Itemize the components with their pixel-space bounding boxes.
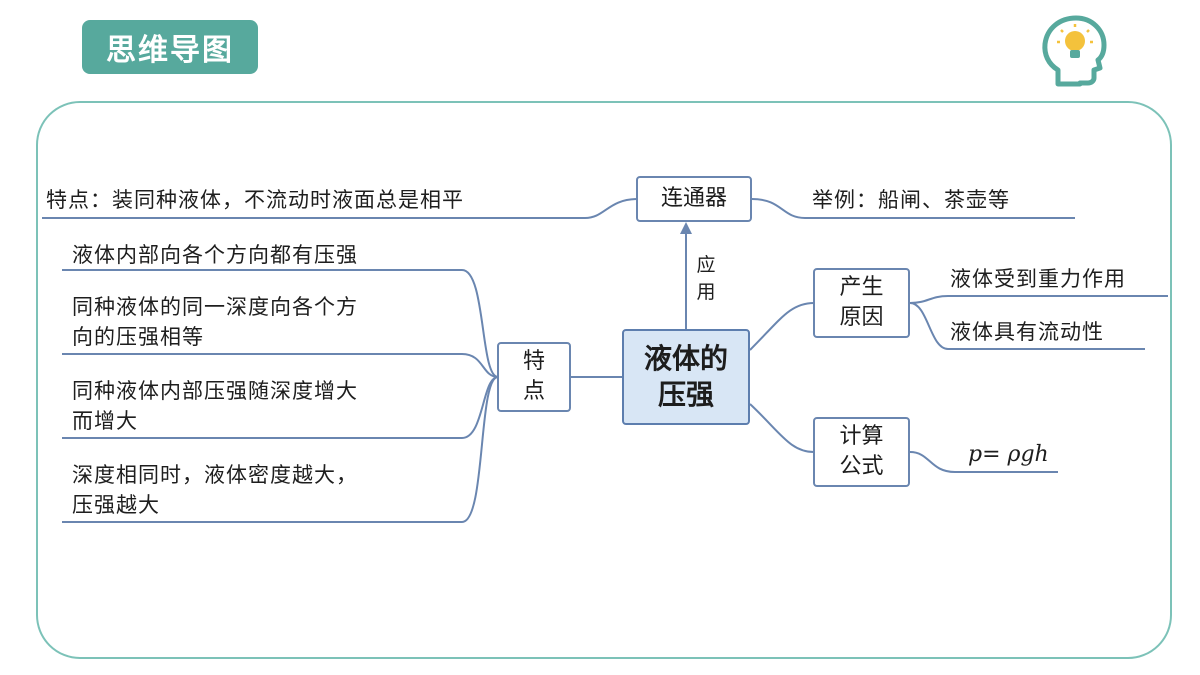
node-features: 特 点 — [497, 342, 571, 412]
node-formula: 计算 公式 — [813, 417, 910, 487]
formula-branch — [909, 451, 1058, 473]
cause-branch-1 — [909, 295, 1168, 304]
feature-item-4-line-2: 压强越大 — [72, 493, 160, 517]
connector-example-text: 举例：船闸、茶壶等 — [812, 188, 1010, 212]
formula-line-1: 计算 — [839, 424, 884, 449]
center-to-cause — [749, 302, 815, 351]
page-title: 思维导图 — [82, 20, 258, 74]
features-line-1: 特 — [522, 349, 545, 374]
connector-right-branch — [751, 198, 1075, 219]
center-to-formula — [749, 403, 815, 453]
cause-line-1: 产生 — [839, 275, 884, 300]
formula-line-2: 公式 — [839, 454, 884, 479]
head-lightbulb-icon — [1042, 15, 1107, 87]
center-line-2: 压强 — [657, 378, 714, 411]
pressure-formula: p= ρgh — [968, 442, 1049, 467]
connector-left-branch — [42, 198, 639, 219]
node-center: 液体的 压强 — [622, 329, 750, 425]
feature-branch-1 — [62, 269, 499, 378]
feature-branch-2 — [62, 353, 499, 378]
node-connector-label: 连通器 — [660, 186, 727, 211]
cause-line-2: 原因 — [839, 305, 884, 330]
feature-item-3-line-2: 而增大 — [72, 409, 138, 433]
feature-item-1: 液体内部向各个方向都有压强 — [72, 240, 358, 270]
feature-item-3: 同种液体内部压强随深度增大 而增大 — [72, 376, 358, 436]
node-connector: 连通器 — [636, 176, 752, 222]
edge-label-application: 应 用 — [695, 252, 717, 306]
cause-item-1: 液体受到重力作用 — [950, 267, 1126, 291]
mindmap-frame — [36, 101, 1172, 659]
arrow-head — [680, 222, 692, 234]
cause-branch-2 — [909, 302, 1145, 350]
features-line-2: 点 — [522, 379, 545, 404]
feature-item-2: 同种液体的同一深度向各个方 向的压强相等 — [72, 292, 358, 352]
feature-item-4-line-1: 深度相同时，液体密度越大， — [72, 463, 358, 487]
feature-item-2-line-2: 向的压强相等 — [72, 325, 204, 349]
center-line-1: 液体的 — [643, 342, 728, 375]
feature-item-4: 深度相同时，液体密度越大， 压强越大 — [72, 460, 358, 520]
cause-item-2: 液体具有流动性 — [950, 320, 1104, 344]
edge-label-char-1: 应 — [696, 254, 716, 276]
edge-label-char-2: 用 — [696, 281, 716, 303]
connector-feature-text: 特点：装同种液体，不流动时液面总是相平 — [46, 188, 464, 212]
node-cause: 产生 原因 — [813, 268, 910, 338]
feature-item-1-line-1: 液体内部向各个方向都有压强 — [72, 243, 358, 267]
feature-item-2-line-1: 同种液体的同一深度向各个方 — [72, 295, 358, 319]
feature-item-3-line-1: 同种液体内部压强随深度增大 — [72, 379, 358, 403]
feature-branch-4 — [62, 376, 499, 523]
